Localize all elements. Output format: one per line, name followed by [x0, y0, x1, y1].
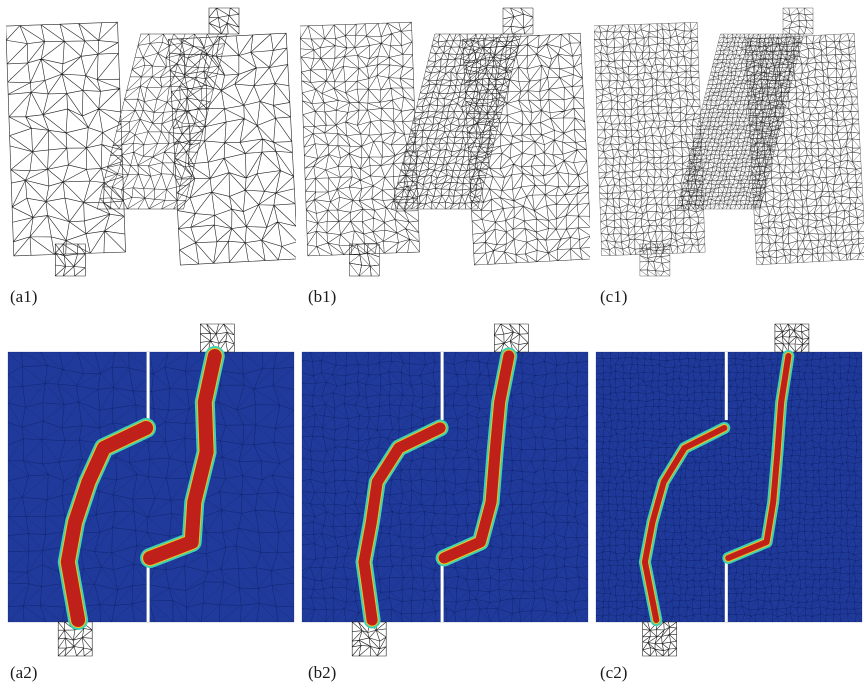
caption-b1: (b1): [308, 287, 337, 306]
specimen-body: [301, 351, 589, 623]
mesh-a1-image: [6, 7, 296, 277]
loading-tabs: [351, 323, 529, 657]
field-b2-image: [301, 323, 589, 657]
specimen-body: [595, 351, 863, 623]
mesh-c1-image: [594, 7, 864, 277]
panel-c2-field: [594, 322, 864, 658]
panel-a2-field: [6, 322, 296, 658]
caption-c1: (c1): [600, 287, 628, 306]
caption-c2: (c2): [600, 663, 628, 682]
mesh-lines: [594, 7, 864, 277]
caption-b2: (b2): [308, 663, 337, 682]
panel-b2-field: [300, 322, 590, 658]
specimen-body: [7, 351, 295, 623]
panel-b1-mesh: [300, 6, 590, 283]
loading-tabs: [57, 323, 235, 657]
damage-bands: [638, 350, 795, 626]
damage-bands: [57, 346, 225, 630]
caption-a1: (a1): [10, 287, 38, 306]
damage-bands: [355, 347, 518, 629]
panel-c1-mesh: [594, 6, 864, 283]
mesh-lines: [6, 7, 296, 277]
mesh-b1-image: [300, 7, 590, 277]
panel-a1-mesh: [6, 6, 296, 283]
caption-a2: (a2): [10, 663, 38, 682]
field-a2-image: [7, 323, 295, 657]
loading-tabs: [642, 323, 810, 657]
field-c2-image: [595, 323, 863, 657]
mesh-lines: [300, 7, 590, 277]
